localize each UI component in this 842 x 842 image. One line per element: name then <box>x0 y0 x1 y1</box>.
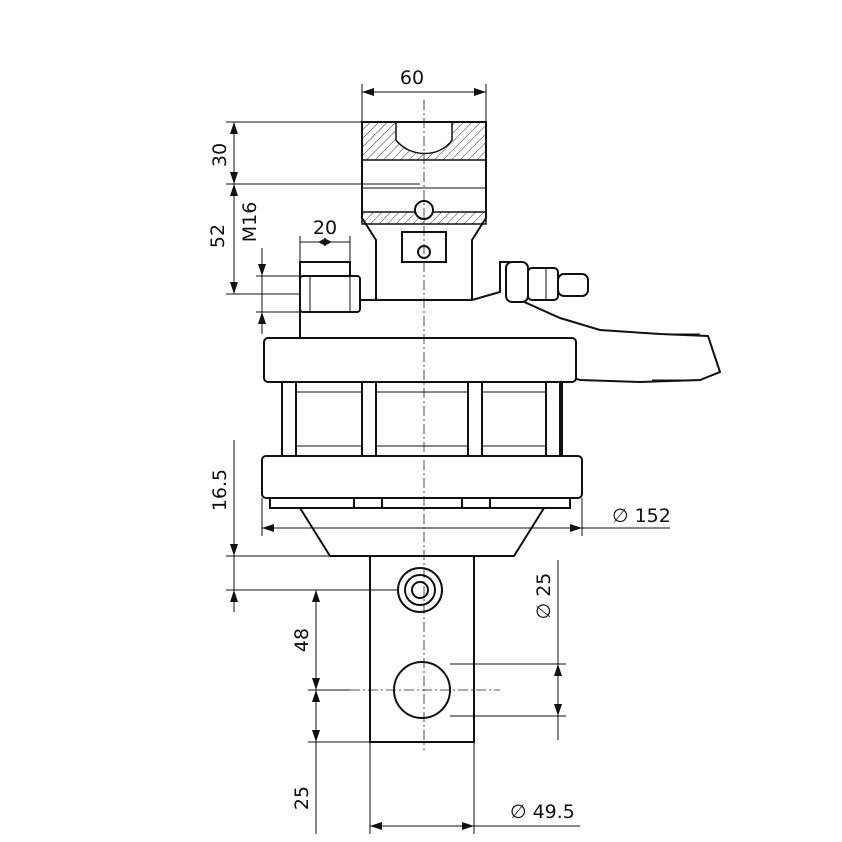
cone <box>298 507 546 557</box>
motor-body <box>281 381 563 457</box>
dim-shaft-end: 25 <box>291 690 370 834</box>
svg-text:25: 25 <box>291 786 313 810</box>
dim-pin-diameter: ∅ 25 <box>450 560 566 740</box>
grease-nipple <box>397 567 443 613</box>
dim-head-height: 30 <box>209 121 420 185</box>
hydraulic-port <box>299 275 361 313</box>
svg-text:M16: M16 <box>239 202 261 243</box>
svg-text:16.5: 16.5 <box>209 469 231 511</box>
dim-top-width: 60 <box>361 67 487 122</box>
dim-shaft-height: 48 <box>291 590 350 691</box>
svg-text:52: 52 <box>207 224 229 248</box>
dim-shaft-width: ∅ 49.5 <box>369 742 580 834</box>
svg-text:48: 48 <box>291 628 313 652</box>
svg-text:∅ 25: ∅ 25 <box>533 573 555 620</box>
svg-text:∅ 152: ∅ 152 <box>612 505 671 527</box>
dim-thread: M16 <box>239 202 300 334</box>
dim-body-diameter: ∅ 152 <box>261 498 671 536</box>
svg-text:60: 60 <box>400 67 424 89</box>
output-shaft <box>369 555 475 743</box>
svg-text:20: 20 <box>313 217 337 239</box>
dim-flange-offset: 52 <box>207 184 300 295</box>
bottom-flange <box>261 455 583 509</box>
top-flange <box>263 337 577 383</box>
svg-text:∅ 49.5: ∅ 49.5 <box>510 801 575 823</box>
hydraulic-fitting <box>505 261 589 303</box>
dim-flange-thickness: 16.5 <box>209 440 398 612</box>
dim-port-width: 20 <box>299 217 351 262</box>
svg-text:30: 30 <box>209 143 231 167</box>
